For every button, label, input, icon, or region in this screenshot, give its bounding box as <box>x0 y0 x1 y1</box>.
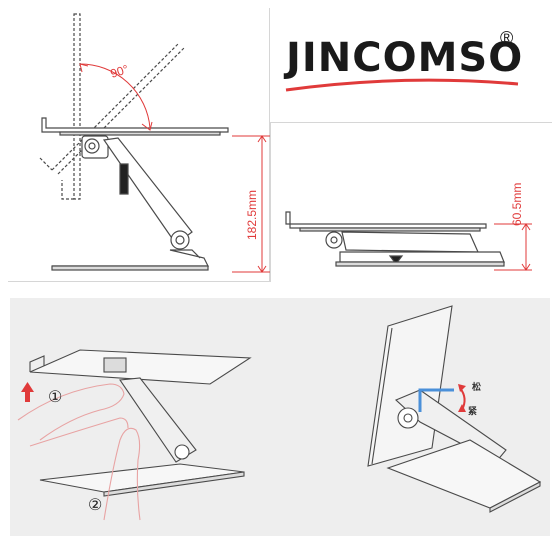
adjust-tilt-drawing <box>367 305 542 513</box>
loosen-label: 松 <box>472 381 481 393</box>
height-label-folded: 60.5mm <box>510 183 524 226</box>
up-arrow-icon <box>21 382 34 402</box>
tilted-stand-drawing <box>39 13 270 273</box>
registered-mark: ® <box>500 28 514 48</box>
rotation-arrow-icon <box>458 384 466 412</box>
hex-key-icon <box>418 388 454 412</box>
step-1-label: ① <box>48 389 62 406</box>
brand-logo: JINCOMSO ® <box>282 28 528 104</box>
logo-swoosh-icon <box>285 78 519 92</box>
adjust-height-drawing <box>17 349 252 521</box>
step-2-label: ② <box>88 497 102 514</box>
folded-stand-drawing <box>285 211 532 271</box>
height-label-tilted: 182.5mm <box>245 190 259 240</box>
angle-label: 90° <box>109 62 131 81</box>
tighten-label: 紧 <box>468 405 477 417</box>
brand-name: JINCOMSO <box>286 35 524 81</box>
side-view-tilted-panel <box>8 8 270 282</box>
